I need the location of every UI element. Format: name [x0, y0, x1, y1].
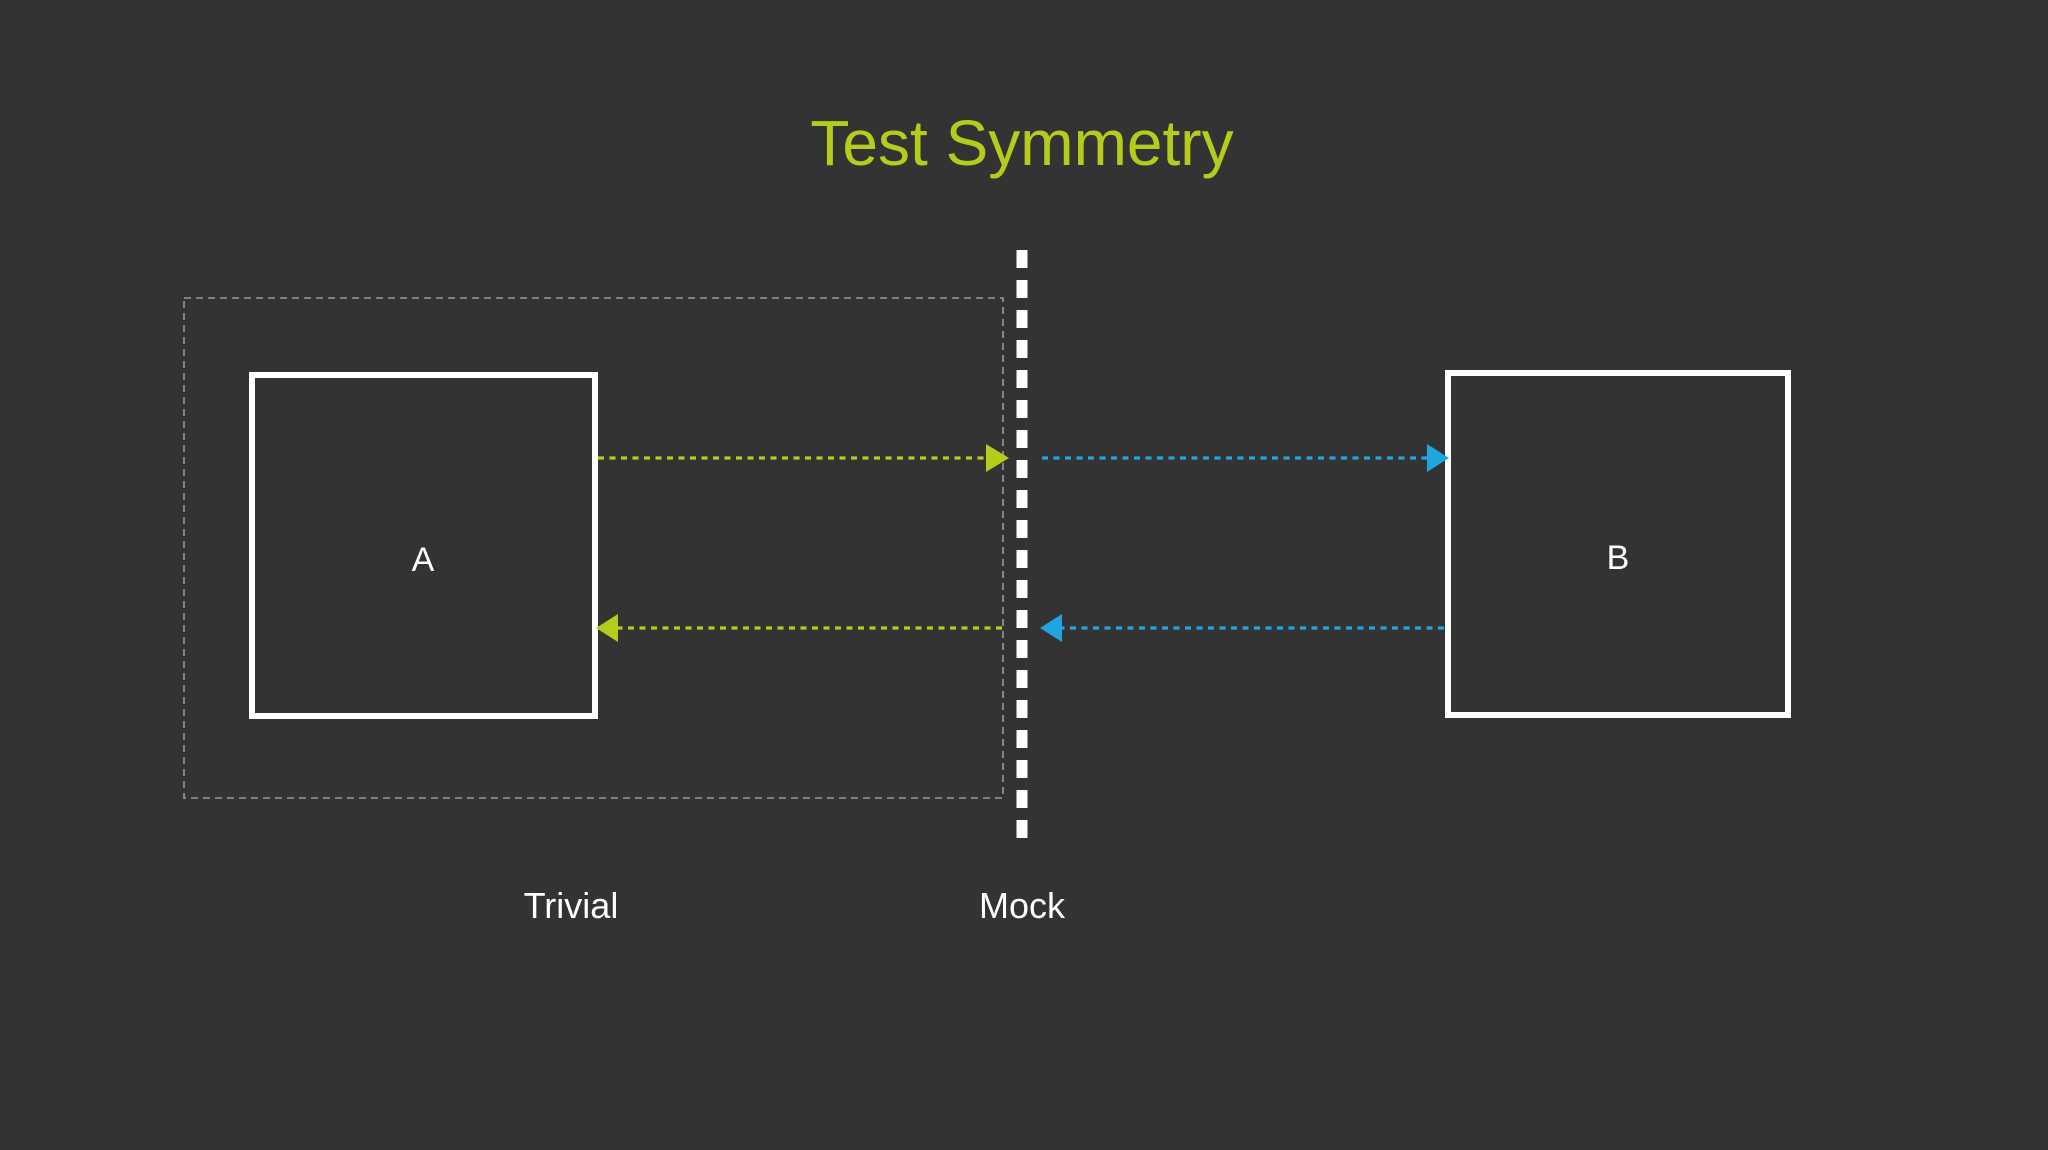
- node-b[interactable]: B: [1445, 370, 1791, 718]
- message-b-to-mock[interactable]: [1040, 614, 1444, 642]
- node-a-label: A: [412, 541, 435, 579]
- page-title: Test Symmetry: [810, 107, 1233, 179]
- message-a-to-mock[interactable]: [598, 444, 1009, 472]
- node-b-label: B: [1607, 539, 1630, 577]
- message-mock-to-b[interactable]: [1042, 444, 1449, 472]
- lane-label-mock: Mock: [979, 885, 1066, 926]
- arrowhead-left-icon: [1040, 614, 1062, 642]
- arrowhead-right-icon: [986, 444, 1009, 472]
- arrowhead-left-icon: [596, 614, 618, 642]
- node-a-rect: [249, 372, 598, 719]
- lane-label-trivial: Trivial: [524, 885, 619, 926]
- node-a[interactable]: A: [249, 372, 598, 719]
- trivial-boundary-rect: [183, 297, 1004, 799]
- message-mock-to-a[interactable]: [596, 614, 1002, 642]
- arrowhead-right-icon: [1427, 444, 1449, 472]
- node-b-rect: [1445, 370, 1791, 718]
